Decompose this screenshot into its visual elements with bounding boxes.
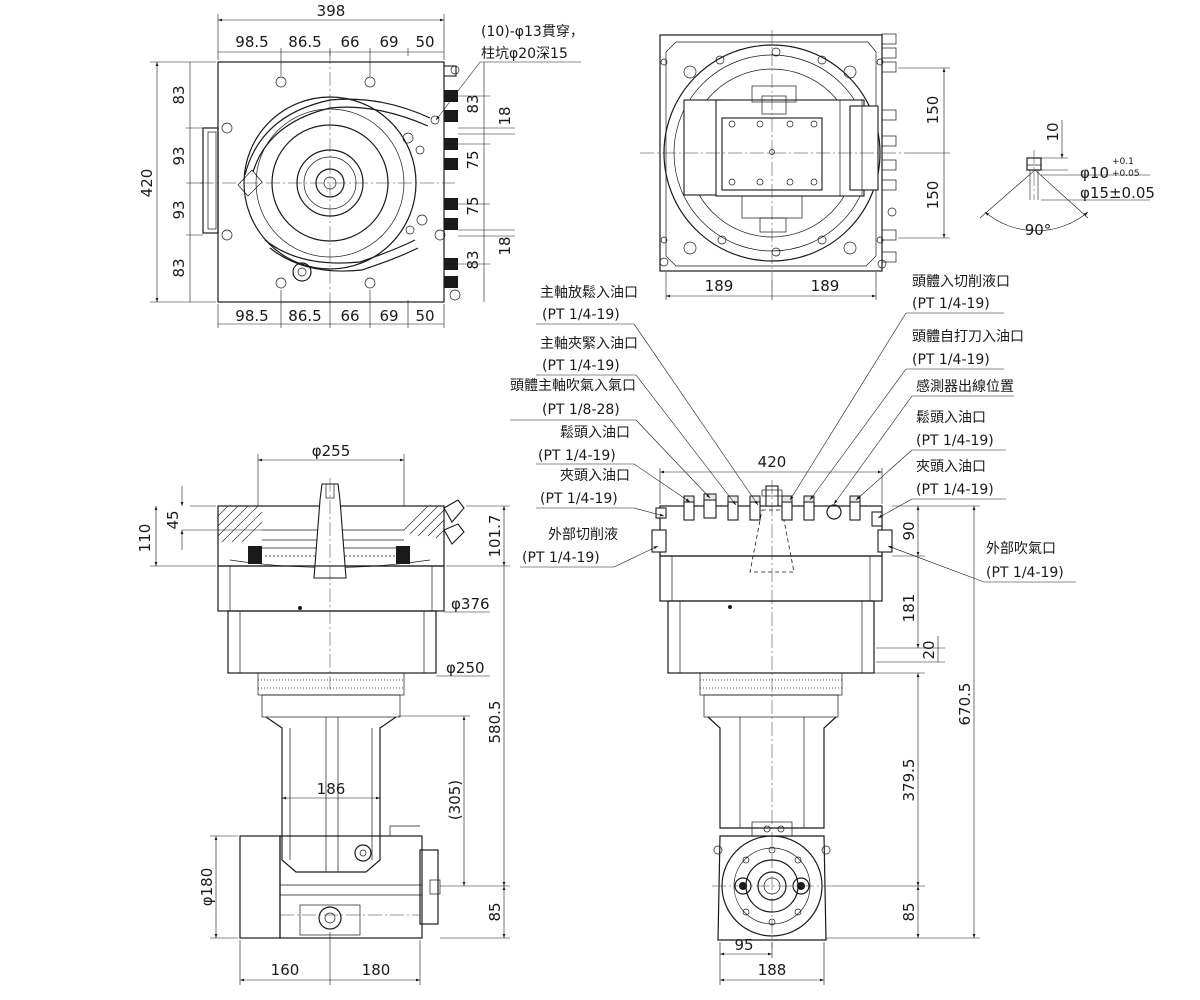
dim-189-left: 189: [705, 277, 734, 295]
port-external-air-spec: (PT 1/4-19): [986, 565, 1064, 581]
dim-670-5: 670.5: [956, 683, 974, 726]
dim-85-side: 85: [486, 902, 504, 921]
dim-189-right: 189: [811, 277, 840, 295]
detail-tol-upper: +0.1: [1112, 157, 1134, 167]
detail-tol-lower: +0.05: [1112, 169, 1140, 179]
dim-86-5-top: 86.5: [288, 33, 321, 51]
port-spindle-release-name: 主軸放鬆入油口: [540, 285, 638, 301]
dim-98-5-top: 98.5: [235, 33, 268, 51]
hole-note-line1: (10)-φ13貫穿，: [481, 24, 584, 40]
dim-85-front: 85: [900, 902, 918, 921]
dim-98-5-bottom: 98.5: [235, 307, 268, 325]
port-spindle-air-spec: (PT 1/8-28): [542, 402, 620, 418]
dim-66-bottom: 66: [340, 307, 359, 325]
dim-181: 181: [900, 594, 918, 623]
port-callouts: 主軸放鬆入油口 (PT 1/4-19) 主軸夾緊入油口 (PT 1/4-19) …: [510, 274, 1076, 583]
port-head-autotool-name: 頭體自打刀入油口: [912, 328, 1024, 345]
dim-83-left-1: 83: [170, 85, 188, 104]
dim-180: 180: [362, 961, 391, 979]
dim-phi-250: φ250: [446, 659, 485, 677]
dim-phi-376: φ376: [451, 595, 490, 613]
port-sensor-wire-name: 感測器出線位置: [916, 378, 1014, 395]
detail-angle: 90°: [1025, 221, 1052, 239]
dim-160: 160: [271, 961, 300, 979]
port-head-autotool-spec: (PT 1/4-19): [912, 352, 990, 368]
hole-note-line2: 柱坑φ20深15: [481, 46, 568, 62]
dim-83-right-1: 83: [464, 94, 482, 113]
top-left-view: 398 98.5 86.5 66 69 50 (10)-φ13貫穿， 柱坑φ20…: [138, 2, 584, 328]
port-head-clamp-name: 夾頭入油口: [560, 468, 630, 484]
dim-45: 45: [164, 510, 182, 529]
port-head-release-r-name: 鬆頭入油口: [916, 410, 986, 426]
port-spindle-release-spec: (PT 1/4-19): [542, 307, 620, 323]
dim-phi-180: φ180: [198, 868, 216, 907]
side-view: φ255 45 110 101.7 φ376 φ250 580.5 (305) …: [136, 442, 510, 985]
port-head-clamp-r-name: 夾頭入油口: [916, 459, 986, 475]
detail-tol-dia: φ15±0.05: [1080, 184, 1155, 202]
port-head-coolant-spec: (PT 1/4-19): [912, 296, 990, 312]
dim-186: 186: [317, 780, 346, 798]
port-spindle-clamp-spec: (PT 1/4-19): [542, 358, 620, 374]
dim-110: 110: [136, 524, 154, 553]
dim-420-height: 420: [138, 169, 156, 198]
dim-93-left-1: 93: [170, 146, 188, 165]
dim-83-left-2: 83: [170, 258, 188, 277]
dim-420-top: 420: [758, 453, 787, 471]
dim-188: 188: [758, 961, 787, 979]
dim-18-top: 18: [496, 106, 514, 125]
detail-view: 10 φ10 +0.1 +0.05 φ15±0.05 90°: [979, 120, 1155, 239]
port-external-coolant-name: 外部切削液: [548, 527, 618, 543]
detail-tol-main: φ10: [1080, 164, 1109, 182]
dim-phi-255: φ255: [312, 442, 351, 460]
port-spindle-clamp-name: 主軸夾緊入油口: [540, 336, 638, 352]
dim-75-right-1: 75: [464, 150, 482, 169]
dim-69-bottom: 69: [379, 307, 398, 325]
dim-50-top: 50: [415, 33, 434, 51]
front-view: 420 90 181 20 379.5 85 670.5 95 188: [651, 453, 980, 985]
port-head-release-r-spec: (PT 1/4-19): [916, 433, 994, 449]
dim-580-5: 580.5: [486, 701, 504, 744]
dim-69-top: 69: [379, 33, 398, 51]
top-right-view: 189 189 150 150: [640, 30, 950, 300]
dim-93-left-2: 93: [170, 200, 188, 219]
port-head-coolant-name: 頭體入切削液口: [912, 274, 1010, 290]
dim-95: 95: [734, 936, 753, 954]
detail-width-10: 10: [1044, 122, 1062, 141]
port-external-air-name: 外部吹氣口: [986, 541, 1056, 557]
port-head-release-name: 鬆頭入油口: [560, 425, 630, 441]
dim-150-bottom: 150: [924, 181, 942, 210]
dim-18-bottom: 18: [496, 236, 514, 255]
dim-379-5: 379.5: [900, 759, 918, 802]
dim-66-top: 66: [340, 33, 359, 51]
dim-150-top: 150: [924, 96, 942, 125]
port-external-coolant-spec: (PT 1/4-19): [522, 550, 600, 566]
dim-20: 20: [920, 640, 938, 659]
dim-305: (305): [446, 780, 464, 820]
port-spindle-air-name: 頭體主軸吹氣入氣口: [510, 378, 636, 394]
port-head-release-spec: (PT 1/4-19): [538, 448, 616, 464]
port-head-clamp-r-spec: (PT 1/4-19): [916, 482, 994, 498]
dim-101-7: 101.7: [486, 515, 504, 558]
dim-90: 90: [900, 521, 918, 540]
dim-75-right-2: 75: [464, 196, 482, 215]
dim-398: 398: [317, 2, 346, 20]
dim-83-right-2: 83: [464, 250, 482, 269]
port-head-clamp-spec: (PT 1/4-19): [540, 491, 618, 507]
dim-86-5-bottom: 86.5: [288, 307, 321, 325]
dim-50-bottom: 50: [415, 307, 434, 325]
